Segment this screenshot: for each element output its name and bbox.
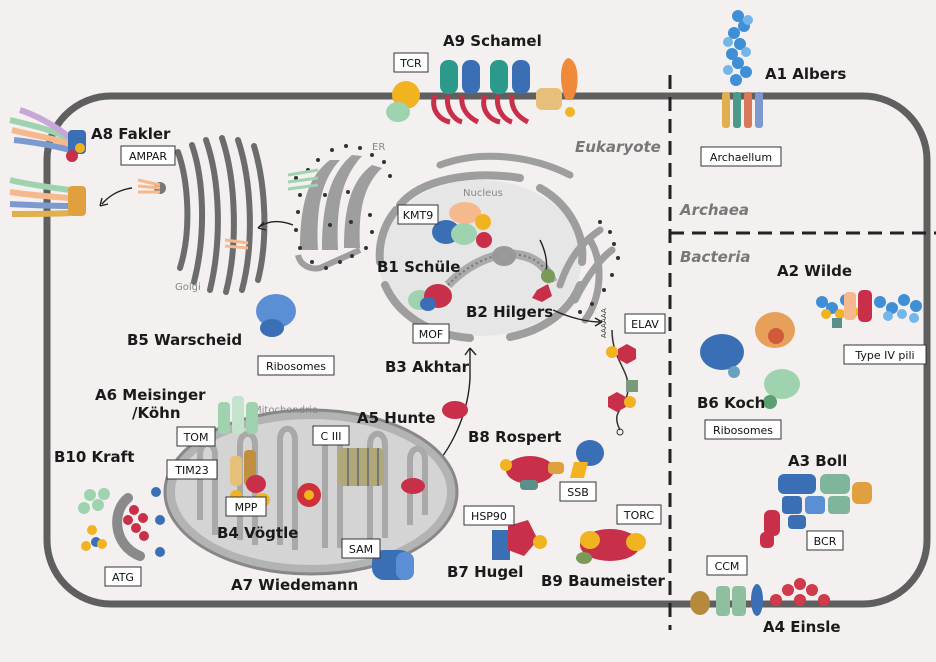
torc-protein (576, 529, 646, 564)
sam-protein (372, 550, 414, 580)
box-mpp-text: MPP (235, 501, 258, 514)
box-ribosomes-euk-text: Ribosomes (266, 360, 326, 373)
box-sam-text: SAM (349, 543, 373, 556)
box-ribosomes-euk: Ribosomes (257, 355, 335, 376)
region-bacteria: Bacteria (680, 248, 750, 266)
mitochondria-label: Mitochondria (253, 405, 318, 416)
mof-protein (408, 284, 452, 311)
elav-strand (606, 329, 638, 436)
box-torc-text: TORC (623, 509, 654, 522)
atg-protein (78, 487, 165, 561)
tcr-protein (386, 58, 578, 125)
label-a2: A2 Wilde (777, 262, 852, 280)
label-b7: B7 Hugel (447, 563, 523, 581)
region-eukaryote: Eukaryote (575, 138, 661, 156)
ampar-protein-outside (9, 107, 86, 217)
bcr-protein (760, 474, 872, 548)
type-iv-pili-protein (816, 290, 922, 328)
box-tcr: TCR (393, 52, 429, 73)
box-atg: ATG (104, 566, 142, 587)
er-label: ER (372, 142, 385, 153)
kmt9-protein (432, 202, 492, 248)
golgi-label: Golgi (175, 282, 201, 293)
ampar-vesicles (137, 168, 319, 250)
box-tcr-text: TCR (399, 57, 422, 70)
box-bcr-text: BCR (814, 535, 837, 548)
box-hsp90-text: HSP90 (471, 510, 507, 523)
box-ampar-text: AMPAR (129, 150, 167, 163)
label-a6-line2: /Köhn (132, 404, 181, 422)
label-b5: B5 Warscheid (127, 331, 242, 349)
label-b9: B9 Baumeister (541, 572, 666, 590)
label-b1: B1 Schüle (377, 258, 460, 276)
box-ciii-text: C III (321, 430, 342, 443)
label-a1: A1 Albers (765, 65, 846, 83)
archaellum-protein (722, 10, 763, 128)
box-type4: Type IV pili (843, 344, 927, 365)
box-ampar: AMPAR (120, 145, 176, 166)
complex-iii-protein (338, 448, 384, 486)
label-a9: A9 Schamel (443, 32, 542, 50)
golgi: Golgi (175, 135, 268, 295)
box-tim23-text: TIM23 (174, 464, 208, 477)
box-tom-text: TOM (183, 431, 209, 444)
box-ciii: C III (312, 425, 350, 446)
nucleus-label: Nucleus (463, 188, 503, 199)
rospert-protein (500, 440, 604, 490)
rough-er-right (556, 220, 620, 314)
label-b4: B4 Vögtle (217, 524, 298, 542)
label-a5: A5 Hunte (357, 409, 436, 427)
box-tim23: TIM23 (166, 459, 218, 480)
box-mof-text: MOF (419, 328, 443, 341)
box-atg-text: ATG (112, 571, 134, 584)
label-b6: B6 Koch (697, 394, 765, 412)
ribosome-eukaryote (256, 294, 296, 337)
label-a7: A7 Wiedemann (231, 576, 358, 594)
box-ccm-text: CCM (715, 560, 740, 573)
box-sam: SAM (341, 538, 381, 559)
box-elav-text: ELAV (631, 318, 659, 331)
label-a3: A3 Boll (788, 452, 847, 470)
box-ribosomes-bac: Ribosomes (704, 419, 782, 440)
hunte-protein (401, 401, 468, 494)
box-archaellum: Archaellum (700, 146, 782, 167)
label-b2: B2 Hilgers (466, 303, 553, 321)
box-kmt9: KMT9 (397, 204, 439, 225)
box-mof: MOF (412, 323, 450, 344)
hsp90-protein (492, 520, 547, 560)
tom-tim23-protein (218, 396, 258, 502)
box-hsp90: HSP90 (463, 505, 515, 526)
hilgers-protein (532, 269, 555, 302)
box-ssb-text: SSB (567, 486, 589, 499)
box-ccm: CCM (706, 555, 748, 576)
box-tom: TOM (176, 426, 216, 447)
region-archaea: Archaea (679, 201, 749, 219)
box-type4-text: Type IV pili (854, 349, 914, 362)
label-b3: B3 Akhtar (385, 358, 470, 376)
label-a6-line1: A6 Meisinger (95, 386, 206, 404)
box-ribosomes-bac-text: Ribosomes (713, 424, 773, 437)
box-bcr: BCR (806, 530, 844, 551)
label-b10: B10 Kraft (54, 448, 134, 466)
label-a8: A8 Fakler (91, 125, 171, 143)
poly-a-tail: AAAAAA (600, 308, 608, 338)
ribosome-bacteria (700, 312, 800, 409)
endoplasmic-reticulum: ER (294, 142, 392, 272)
box-mpp: MPP (225, 496, 267, 517)
box-archaellum-text: Archaellum (710, 151, 772, 164)
label-b8: B8 Rospert (468, 428, 561, 446)
box-kmt9-text: KMT9 (403, 209, 433, 222)
box-elav: ELAV (624, 313, 666, 334)
ccm-protein (690, 578, 830, 616)
box-ssb: SSB (559, 481, 597, 502)
label-a4: A4 Einsle (763, 618, 841, 636)
box-torc: TORC (616, 504, 662, 525)
